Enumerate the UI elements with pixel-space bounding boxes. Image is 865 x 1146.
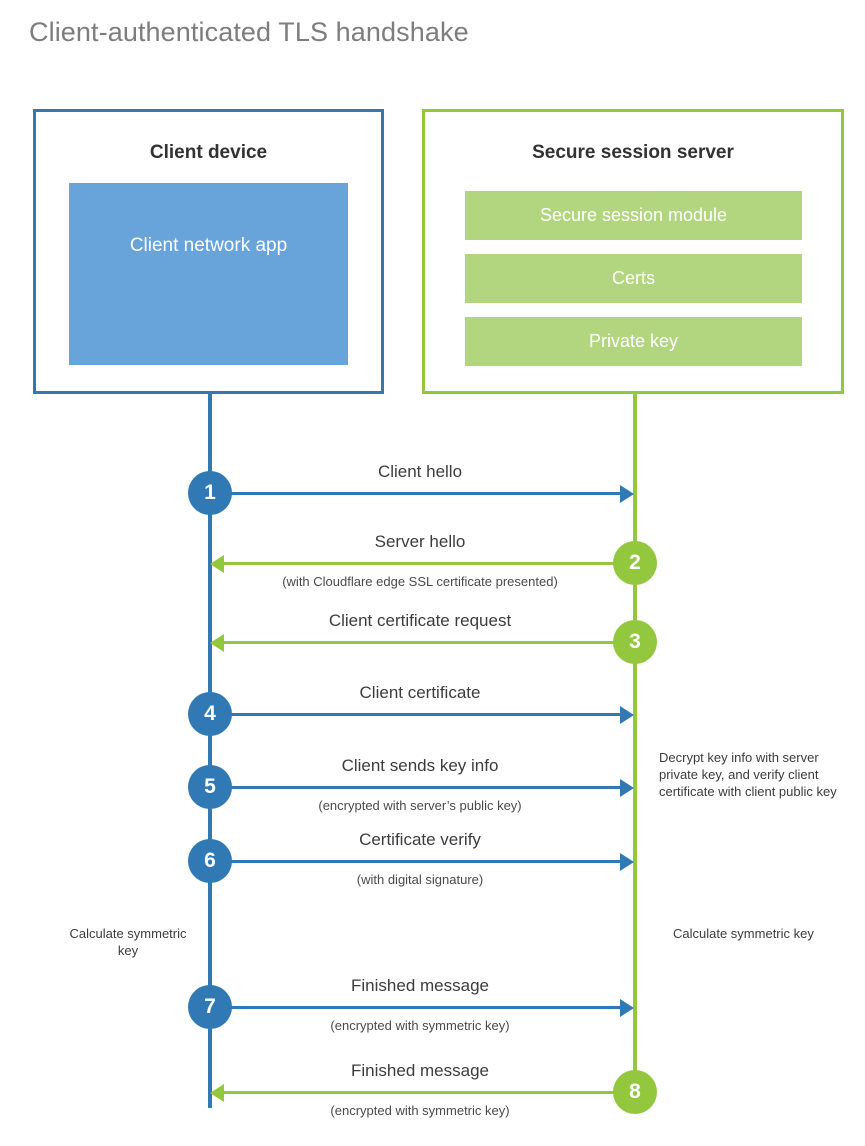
step-badge-4: 4 <box>188 692 232 736</box>
secure-session-server-box: Secure session server Secure session mod… <box>422 109 844 394</box>
arrow-icon-to-server <box>620 853 634 871</box>
message-line-3 <box>218 641 633 644</box>
message-line-2 <box>218 562 633 565</box>
client-network-app-block: Client network app <box>69 183 348 365</box>
message-label-2: Server hello <box>374 532 466 551</box>
message-line-1 <box>210 492 625 495</box>
arrow-icon-to-client <box>210 555 224 573</box>
secure-session-server-title: Secure session server <box>532 142 734 163</box>
message-label-7: Finished message <box>351 976 489 995</box>
step-badge-2: 2 <box>613 541 657 585</box>
message-label-1: Client hello <box>377 462 463 481</box>
arrow-icon-to-client <box>210 1084 224 1102</box>
note-decrypt-key-info: Decrypt key info with server private key… <box>659 750 837 799</box>
client-device-title: Client device <box>149 142 268 163</box>
server-component-secure-session-module: Secure session module <box>465 191 802 240</box>
message-sublabel-5: (encrypted with server’s public key) <box>318 798 522 813</box>
message-line-5 <box>210 786 625 789</box>
page-title: Client-authenticated TLS handshake <box>29 17 469 47</box>
message-sublabel-6: (with digital signature) <box>356 872 484 887</box>
message-label-4: Client certificate <box>359 683 481 702</box>
arrow-icon-to-client <box>210 634 224 652</box>
message-line-8 <box>218 1091 633 1094</box>
message-line-7 <box>210 1006 625 1009</box>
arrow-icon-to-server <box>620 485 634 503</box>
message-label-3: Client certificate request <box>328 611 512 630</box>
server-component-certs: Certs <box>465 254 802 303</box>
step-badge-5: 5 <box>188 765 232 809</box>
message-label-8: Finished message <box>351 1061 489 1080</box>
step-badge-7: 7 <box>188 985 232 1029</box>
arrow-icon-to-server <box>620 779 634 797</box>
client-device-box: Client device Client network app <box>33 109 384 394</box>
message-sublabel-7: (encrypted with symmetric key) <box>330 1018 510 1033</box>
step-badge-1: 1 <box>188 471 232 515</box>
step-badge-3: 3 <box>613 620 657 664</box>
arrow-icon-to-server <box>620 999 634 1017</box>
message-sublabel-8: (encrypted with symmetric key) <box>330 1103 510 1118</box>
step-badge-6: 6 <box>188 839 232 883</box>
note-calculate-symmetric-key-client: Calculate symmetric key <box>69 926 187 958</box>
message-line-6 <box>210 860 625 863</box>
server-lifeline <box>633 394 637 1094</box>
message-line-4 <box>210 713 625 716</box>
message-label-6: Certificate verify <box>359 830 481 849</box>
note-calculate-symmetric-key-server: Calculate symmetric key <box>673 926 814 941</box>
step-badge-8: 8 <box>613 1070 657 1114</box>
message-label-5: Client sends key info <box>341 756 499 775</box>
client-lifeline <box>208 394 212 1108</box>
message-sublabel-2: (with Cloudflare edge SSL certificate pr… <box>282 574 558 589</box>
client-network-app-label: Client network app <box>129 235 288 256</box>
arrow-icon-to-server <box>620 706 634 724</box>
server-component-private-key: Private key <box>465 317 802 366</box>
